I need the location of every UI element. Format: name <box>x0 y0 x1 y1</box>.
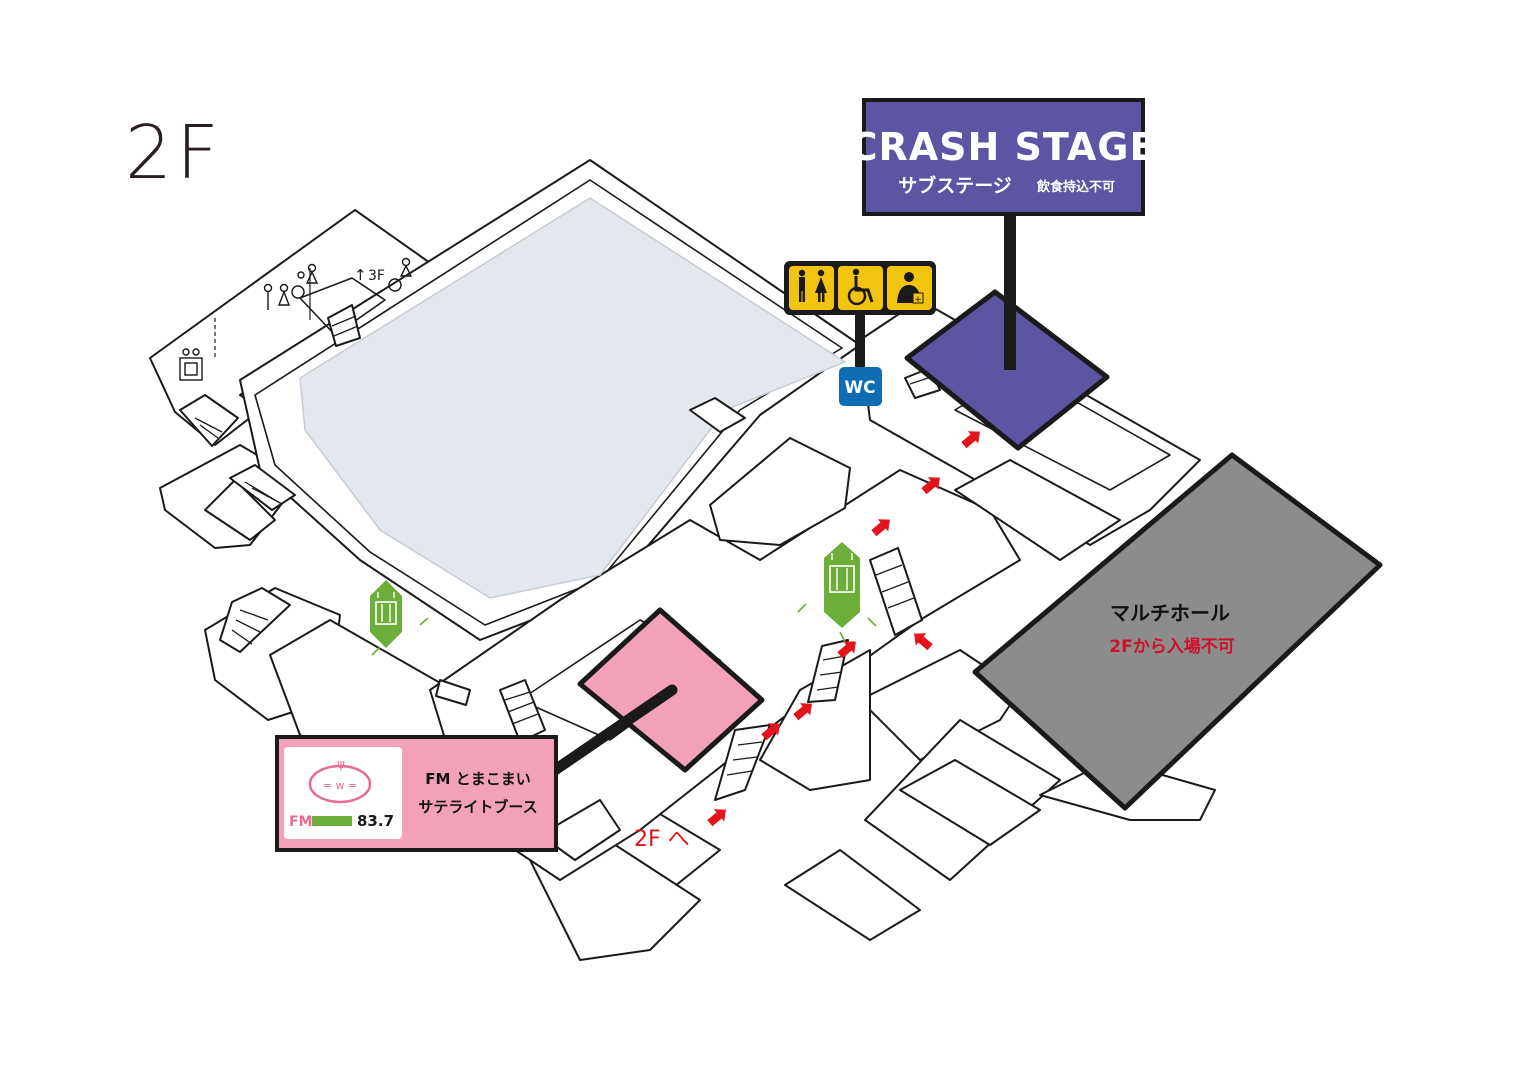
wc-badge <box>839 367 882 406</box>
nursing-room-icon: + <box>887 266 932 310</box>
multi-hall-note: 2Fから入場不可 <box>1109 637 1234 657</box>
wheelchair-icon <box>838 266 883 310</box>
up-arrow-icon: ↑ <box>354 266 367 284</box>
svg-text:+: + <box>914 295 922 305</box>
elevator-left <box>370 580 429 656</box>
crash-stage-note: 飲食持込不可 <box>1036 179 1115 195</box>
arena-floor <box>299 197 847 599</box>
antenna-icon: ψ <box>337 757 345 771</box>
restroom-icons-line <box>179 257 413 381</box>
multi-hall-title: マルチホール <box>1110 601 1230 625</box>
fm-logo-brand: FM <box>289 814 313 830</box>
fm-booth-line2: サテライトブース <box>418 798 537 816</box>
to-2f-label: 2F へ <box>634 827 690 852</box>
fm-logo-freq: 83.7 <box>357 812 394 830</box>
floor-label: 2F <box>125 110 223 196</box>
crash-stage-title: CRASH STAGE <box>850 125 1157 169</box>
stairs <box>179 304 941 801</box>
wc-label: WC <box>844 378 875 398</box>
route-arrows <box>707 431 980 827</box>
fm-logo-face: = w = <box>323 779 357 792</box>
up-3f-label: 3F <box>368 268 385 284</box>
crash-stage-sign <box>862 98 1145 216</box>
multi-hall <box>972 452 1383 811</box>
crash-stage-subtitle: サブステージ <box>898 174 1012 197</box>
fm-booth-line1: FM とまこまい <box>425 770 530 788</box>
elevator-center <box>797 542 877 645</box>
restroom-men-women-icon <box>789 266 834 310</box>
